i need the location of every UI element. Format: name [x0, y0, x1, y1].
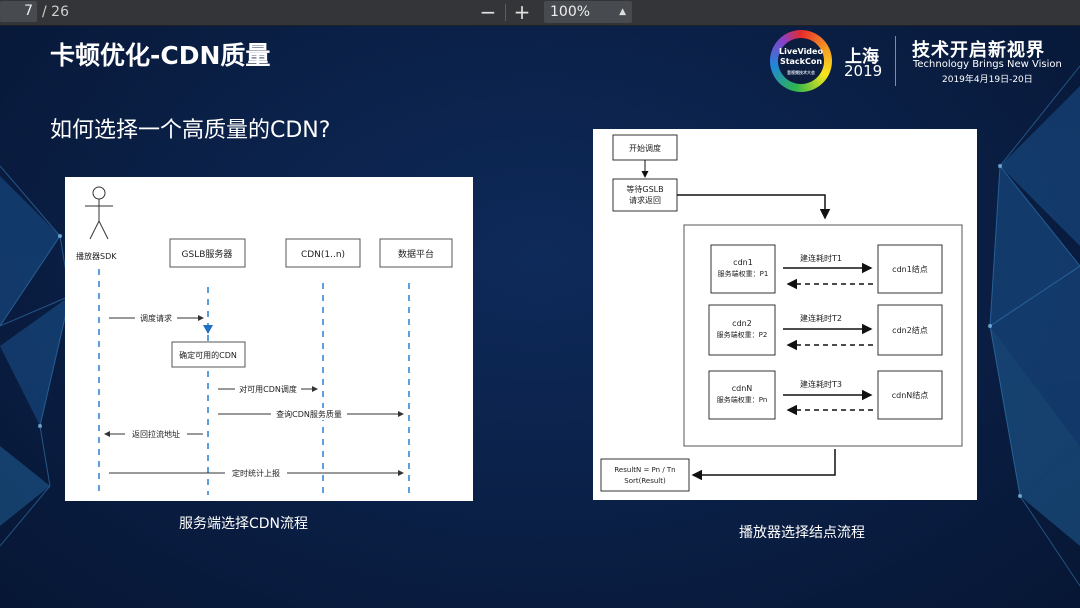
message-label-5: 定时统计上报 — [232, 468, 280, 478]
slide-subtitle: 如何选择一个高质量的CDN? — [50, 118, 331, 143]
flow-wait-box — [612, 178, 678, 212]
flow-diagram: 开始调度 等待GSLB 请求返回 cdn1 服务端权重：P1 建连耗时T1 cd… — [600, 134, 963, 492]
logo-divider — [895, 36, 896, 86]
left-diagram-caption: 服务端选择CDN流程 — [179, 516, 309, 532]
event-city: 上海 — [845, 47, 879, 67]
message-label-bg — [225, 467, 287, 479]
flow-start-box — [612, 134, 678, 161]
flow-cdn2-node-box — [877, 304, 943, 356]
flow-result-sort: Sort(Result) — [624, 477, 666, 485]
note-box — [171, 341, 246, 368]
toolbar-separator — [505, 4, 506, 21]
flow-cdn2-box — [708, 304, 776, 356]
sequence-diagram: 播放器SDK GSLB服务器 CDN(1..n) 数据平台 调度请求 确定可用的… — [76, 186, 453, 495]
participant-label-data-platform: 数据平台 — [398, 248, 434, 260]
message-label-bg — [271, 408, 347, 420]
flow-cdn1-weight: 服务端权重：P1 — [718, 269, 769, 278]
flow-cdnN-name: cdnN — [732, 384, 753, 393]
lifeline-activation-arrow — [203, 325, 213, 334]
message-label-2: 对可用CDN调度 — [239, 384, 297, 394]
right-diagram-caption: 播放器选择结点流程 — [739, 525, 865, 541]
pdf-toolbar: 7 / 26 − + 100% ▲▼ — [0, 0, 1080, 39]
flow-cdn1-node-label: cdn1结点 — [892, 264, 928, 274]
flow-cdn1-box — [710, 244, 776, 294]
logo-brand-tag: 音视频技术大会 — [787, 70, 815, 75]
message-label-3: 查询CDN服务质量 — [276, 409, 342, 419]
event-slogan: 技术开启新视界 — [912, 40, 1045, 61]
message-label-bg — [235, 383, 301, 395]
participant-label-gslb: GSLB服务器 — [182, 248, 233, 260]
flow-result-formula: ResultN = Pn / Tn — [614, 466, 675, 474]
flow-wait-label-1: 等待GSLB — [626, 184, 663, 194]
flow-cdn1-measure: 建连耗时T1 — [800, 253, 842, 263]
participant-label-cdn: CDN(1..n) — [301, 250, 345, 260]
message-label-bg — [125, 428, 187, 440]
flow-cdn2-node-label: cdn2结点 — [892, 325, 928, 335]
background-network-graphic — [0, 65, 1080, 587]
flow-cdnN-node-box — [877, 370, 943, 420]
message-label-4: 返回拉流地址 — [132, 429, 180, 439]
page-number-input[interactable]: 7 — [0, 1, 37, 22]
participant-box-cdn — [285, 238, 361, 268]
participant-box-data-platform — [379, 238, 453, 268]
event-date: 2019年4月19日-20日 — [942, 75, 1033, 85]
flow-cdn2-weight: 服务端权重：P2 — [717, 330, 768, 339]
flow-cdn1-name: cdn1 — [733, 258, 753, 267]
flow-start-label: 开始调度 — [629, 143, 661, 153]
zoom-in-button[interactable]: + — [513, 0, 531, 24]
note-label: 确定可用的CDN — [179, 350, 237, 360]
event-logo: LiveVideo StackCon 音视频技术大会 — [770, 30, 832, 92]
actor-stick-figure-icon — [85, 186, 113, 240]
flow-cdn2-name: cdn2 — [732, 319, 752, 328]
flow-cdnN-weight: 服务端权重：Pn — [717, 395, 768, 404]
event-slogan-en: Technology Brings New Vision — [913, 59, 1062, 70]
flow-cdnN-box — [708, 370, 776, 420]
flow-arrow-wait-group — [677, 194, 831, 220]
logo-brand-line2: StackCon — [779, 57, 823, 66]
flow-arrow-group-result — [691, 449, 836, 481]
slide-page: 卡顿优化-CDN质量 如何选择一个高质量的CDN? LiveVideo Stac… — [0, 26, 1080, 608]
flow-wait-label-2: 请求返回 — [629, 195, 661, 205]
flow-result-box — [600, 458, 690, 492]
event-year: 2019 — [844, 62, 883, 80]
message-label-1: 调度请求 — [140, 313, 172, 323]
zoom-level-select[interactable]: 100% ▲▼ — [544, 1, 632, 39]
flow-cdn2-measure: 建连耗时T2 — [800, 313, 842, 323]
zoom-out-button[interactable]: − — [479, 0, 497, 24]
flow-cdnN-node-label: cdnN结点 — [892, 390, 929, 400]
message-label-bg — [135, 312, 177, 324]
participant-box-gslb — [169, 238, 246, 268]
logo-brand-line1: LiveVideo — [779, 47, 823, 56]
slide-title: 卡顿优化-CDN质量 — [50, 41, 271, 70]
flow-cdn1-node-box — [877, 244, 943, 294]
actor-label: 播放器SDK — [76, 251, 117, 261]
flow-cdnN-measure: 建连耗时T3 — [800, 379, 842, 389]
page-total-label: / 26 — [42, 4, 69, 20]
flow-diagram-panel: 开始调度 等待GSLB 请求返回 cdn1 服务端权重：P1 建连耗时T1 cd… — [593, 129, 977, 500]
zoom-level-value: 100% — [550, 4, 591, 20]
sequence-diagram-panel: 播放器SDK GSLB服务器 CDN(1..n) 数据平台 调度请求 确定可用的… — [65, 177, 473, 501]
